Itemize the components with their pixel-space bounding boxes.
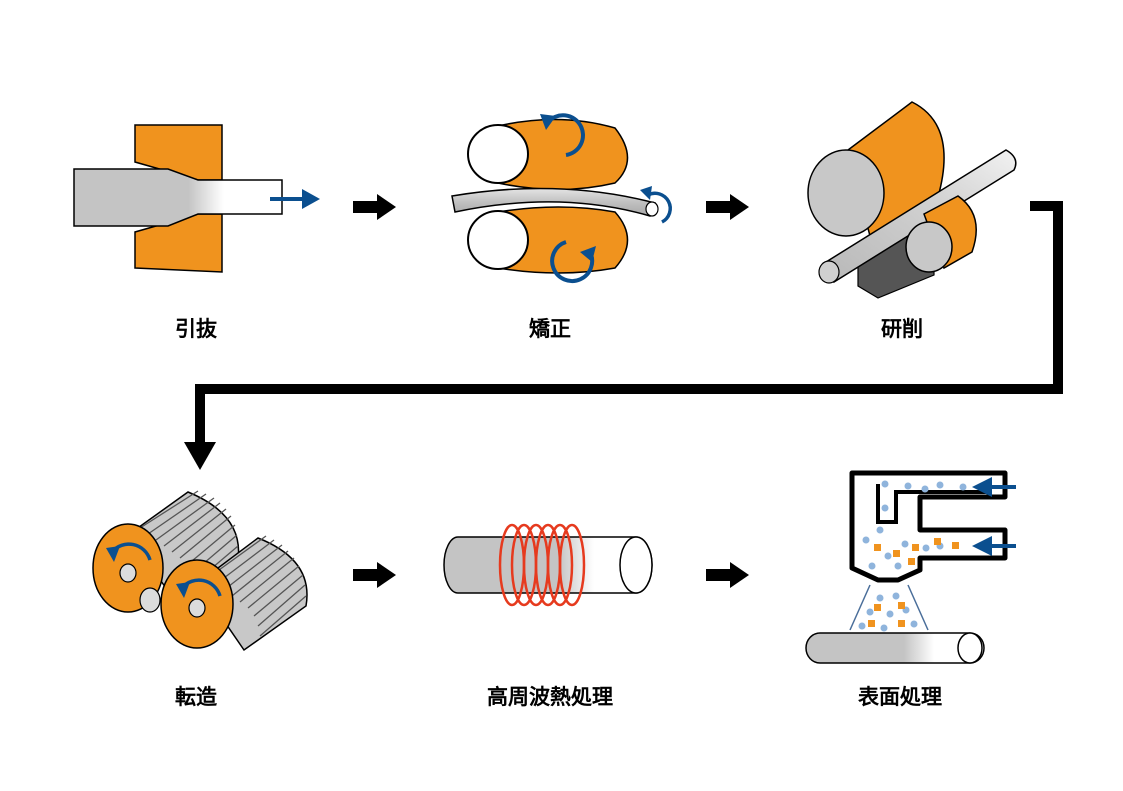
step-label-drawing: 引抜 bbox=[175, 317, 218, 341]
rotation-arrow-icon bbox=[550, 240, 595, 283]
step-label-grinding: 研削 bbox=[881, 317, 923, 341]
process-arrow-icon bbox=[706, 562, 749, 588]
step-label-straightening: 矯正 bbox=[529, 317, 571, 341]
step-label-surface-treatment: 表面処理 bbox=[858, 685, 942, 709]
step-label-induction-hardening: 高周波熱処理 bbox=[487, 685, 613, 709]
rotation-arrow-icon bbox=[647, 191, 672, 224]
rotation-arrow-icon bbox=[546, 113, 585, 157]
rolling-illustration bbox=[92, 490, 308, 652]
process-arrow-icon bbox=[353, 562, 396, 588]
process-arrows bbox=[184, 194, 1063, 588]
straightening-illustration bbox=[451, 113, 672, 283]
surface-treatment-illustration bbox=[805, 470, 1016, 664]
step-label-rolling: 転造 bbox=[175, 685, 218, 709]
process-arrow-icon bbox=[353, 194, 396, 220]
connector-arrow-icon bbox=[195, 201, 1063, 448]
drawing-illustration bbox=[73, 124, 320, 273]
induction-coil-icon bbox=[498, 523, 586, 607]
grinding-illustration bbox=[807, 101, 1017, 299]
process-arrow-icon bbox=[706, 194, 749, 220]
spray-nozzle-icon bbox=[862, 480, 967, 570]
induction-hardening-illustration bbox=[443, 523, 653, 607]
